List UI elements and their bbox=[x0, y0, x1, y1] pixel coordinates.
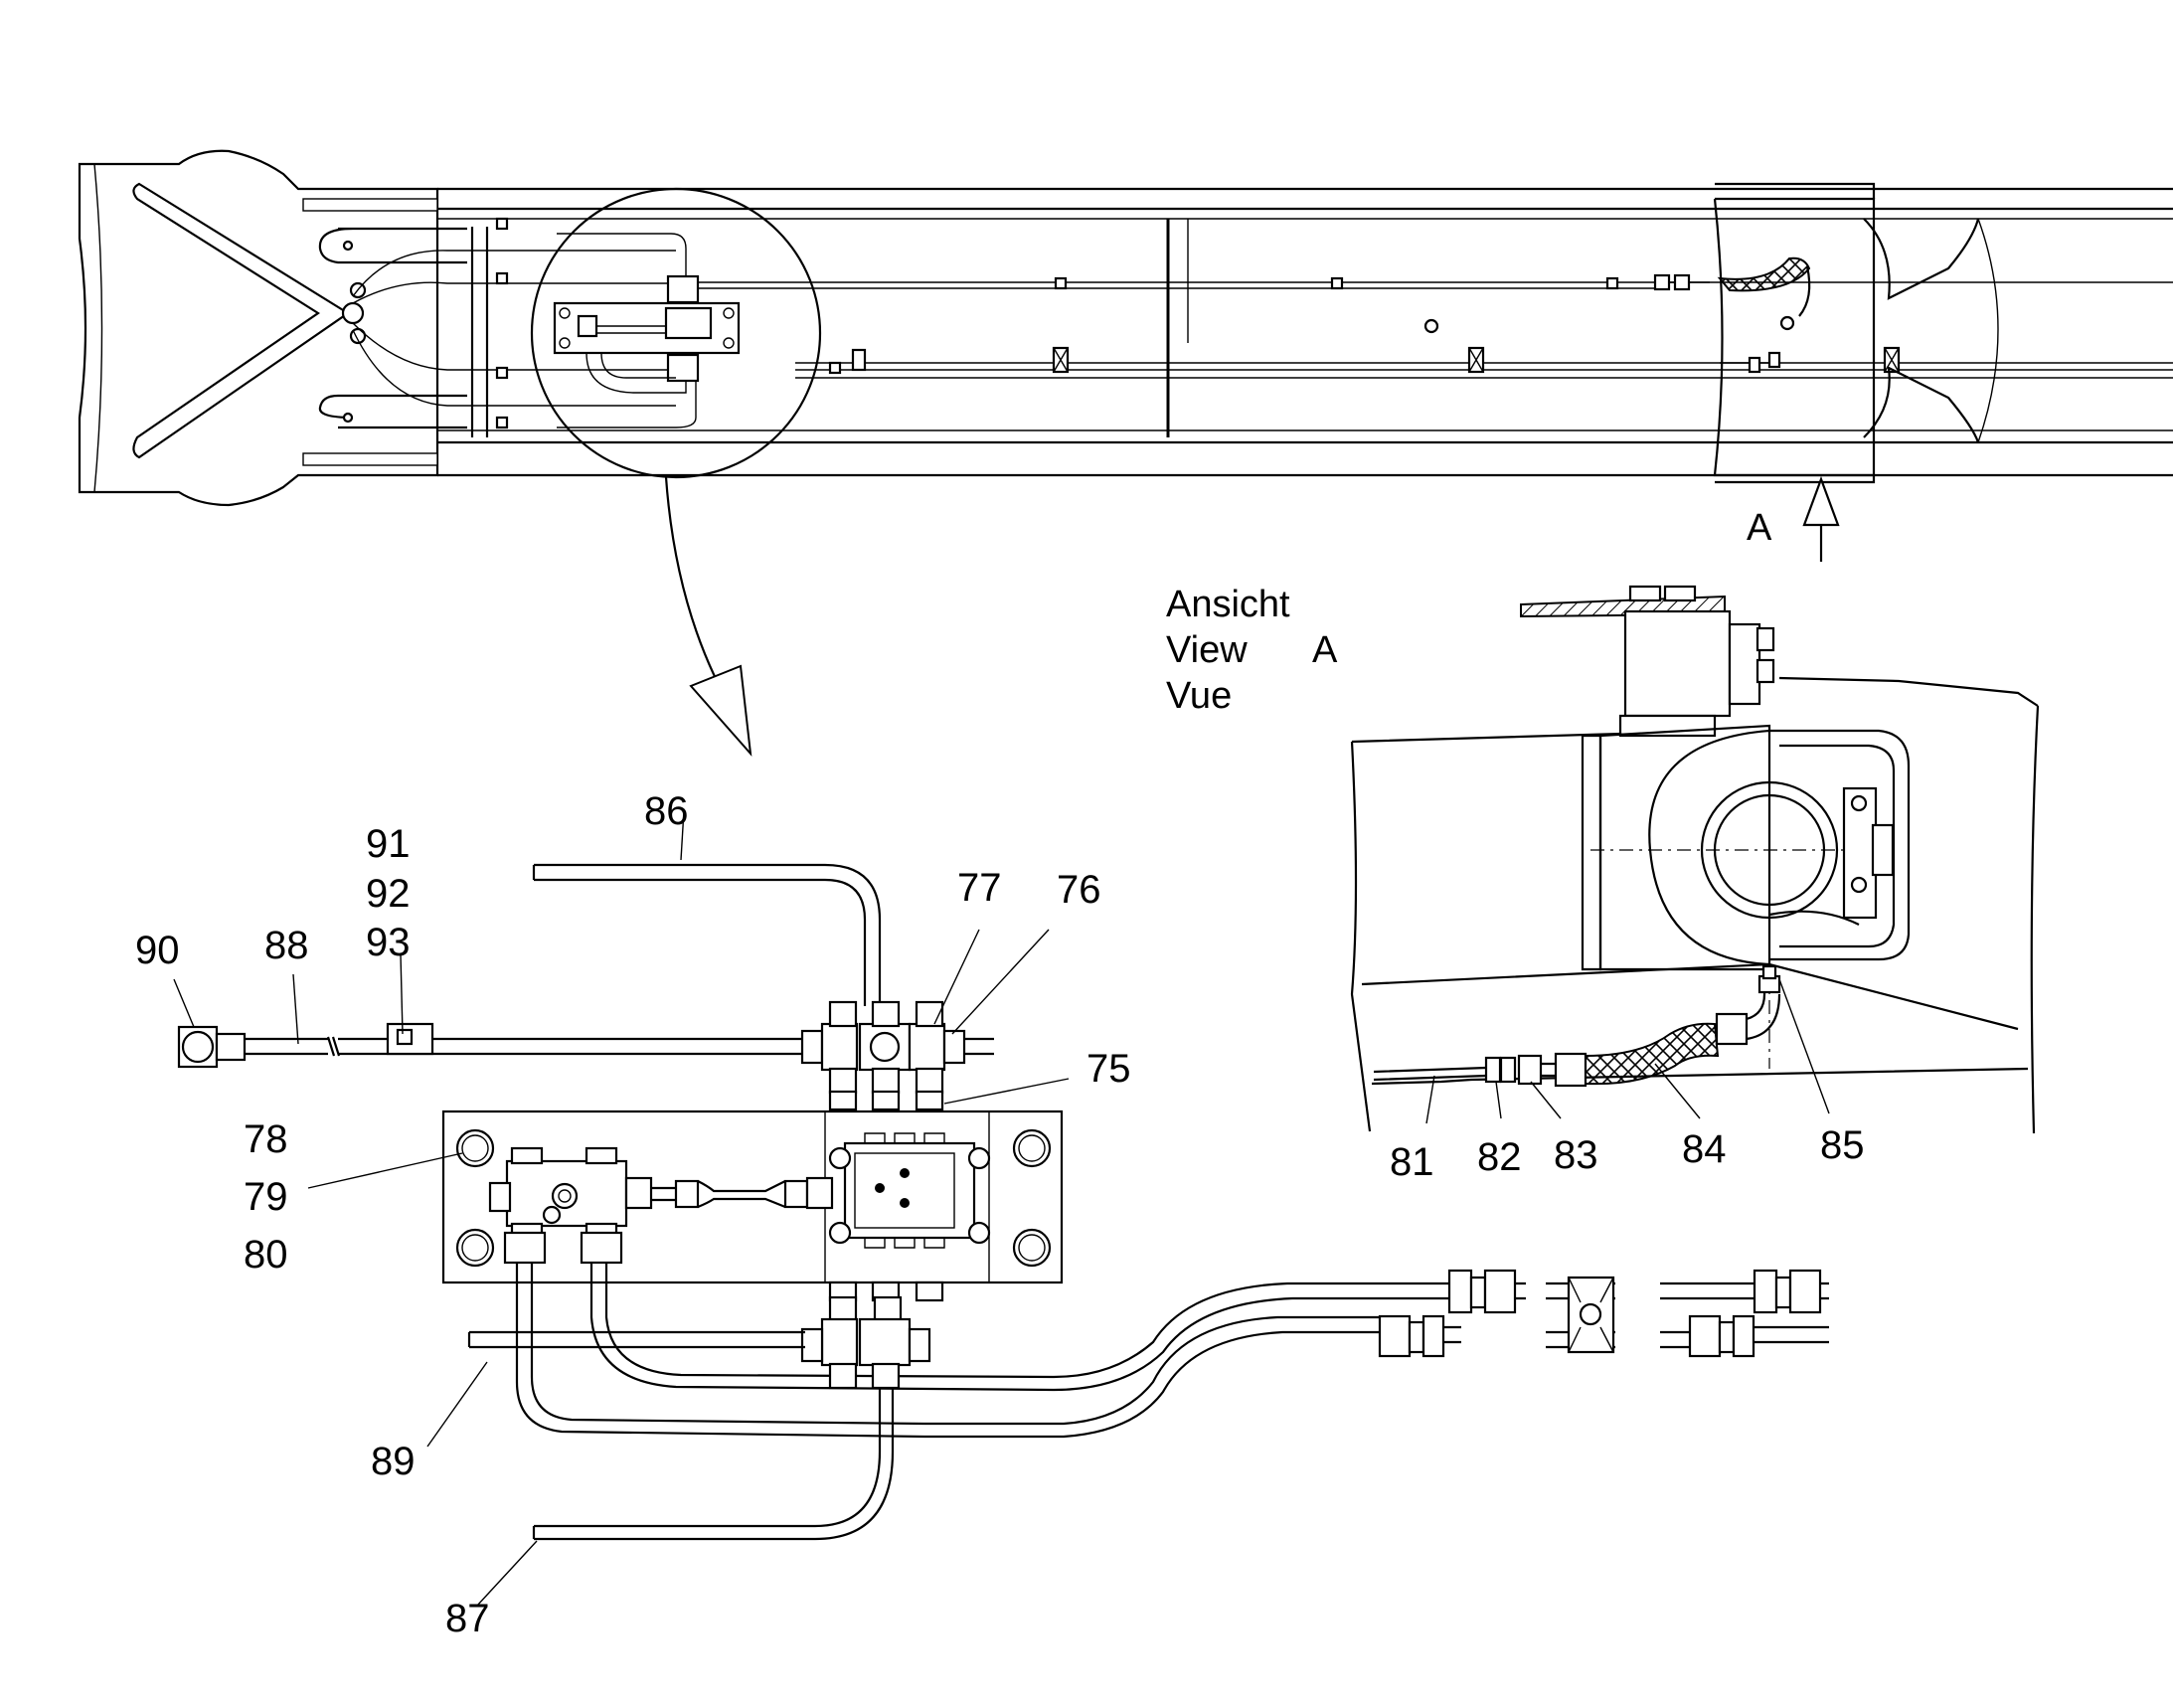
callout-88: 88 bbox=[264, 924, 309, 967]
callout-93: 93 bbox=[366, 921, 411, 964]
yoke-plate bbox=[132, 182, 351, 459]
callout-78: 78 bbox=[244, 1117, 288, 1161]
view-a-arrow: A bbox=[1747, 475, 1840, 562]
callout-86: 86 bbox=[644, 789, 689, 833]
callout-89: 89 bbox=[371, 1440, 416, 1483]
view-label-line1: Ansicht bbox=[1166, 584, 1290, 625]
view-label-letter: A bbox=[1312, 629, 1338, 671]
callout-90: 90 bbox=[135, 929, 180, 972]
callouts: 86 91 92 93 90 88 77 76 75 78 79 80 89 8… bbox=[135, 789, 1865, 1640]
callout-79: 79 bbox=[244, 1175, 288, 1219]
view-label-line2: View bbox=[1166, 629, 1248, 671]
leader-lines bbox=[173, 809, 1830, 1607]
view-label-line3: Vue bbox=[1166, 675, 1232, 717]
view-label: Ansicht View A Vue bbox=[1166, 584, 1338, 717]
callout-83: 83 bbox=[1554, 1133, 1598, 1177]
callout-84: 84 bbox=[1682, 1127, 1727, 1171]
view-a-detail bbox=[1350, 585, 2040, 1134]
callout-82: 82 bbox=[1477, 1135, 1522, 1179]
callout-81: 81 bbox=[1390, 1140, 1434, 1184]
boom-head-outline bbox=[78, 149, 439, 507]
callout-76: 76 bbox=[1057, 868, 1101, 912]
callout-87: 87 bbox=[445, 1597, 490, 1640]
callout-77: 77 bbox=[957, 866, 1002, 910]
view-arrow-letter: A bbox=[1747, 507, 1772, 549]
callout-85: 85 bbox=[1820, 1123, 1865, 1167]
detail-circle bbox=[530, 187, 822, 479]
boom-plan-view bbox=[78, 149, 2173, 507]
detail-leader-arrow bbox=[664, 476, 752, 758]
manifold-detail bbox=[177, 863, 1829, 1541]
callout-75: 75 bbox=[1086, 1047, 1131, 1091]
callout-91: 91 bbox=[366, 822, 411, 866]
callout-80: 80 bbox=[244, 1233, 288, 1277]
callout-92: 92 bbox=[366, 872, 411, 916]
